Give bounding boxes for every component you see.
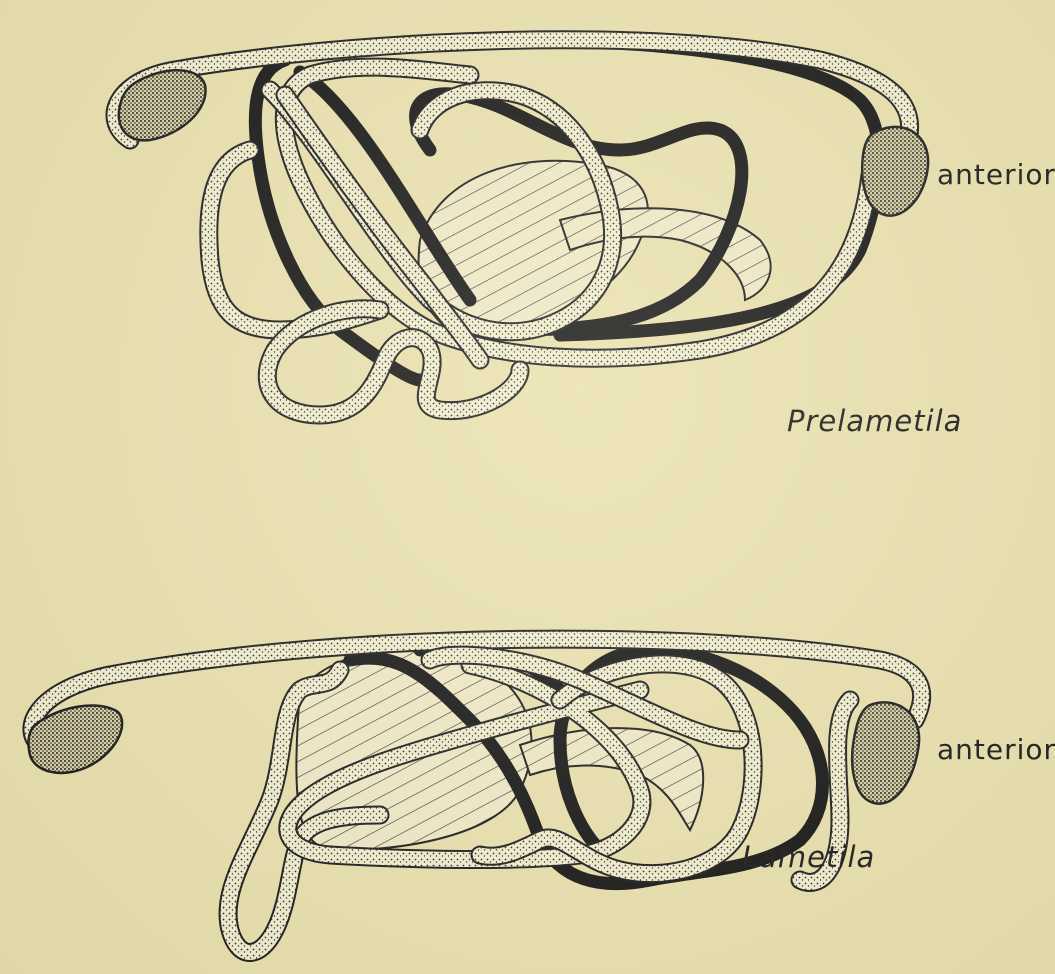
anterior-end-blob <box>862 127 928 216</box>
anterior-label-top: anterior <box>937 158 1055 191</box>
genus-label-prelametila: Prelametila <box>787 404 962 438</box>
genus-label-lametila: Lametila <box>742 840 875 874</box>
anterior-label-bottom: anterior <box>937 733 1055 766</box>
lametila-figure <box>28 639 921 952</box>
prelametila-figure <box>115 40 928 415</box>
anterior-end-blob <box>852 702 919 803</box>
